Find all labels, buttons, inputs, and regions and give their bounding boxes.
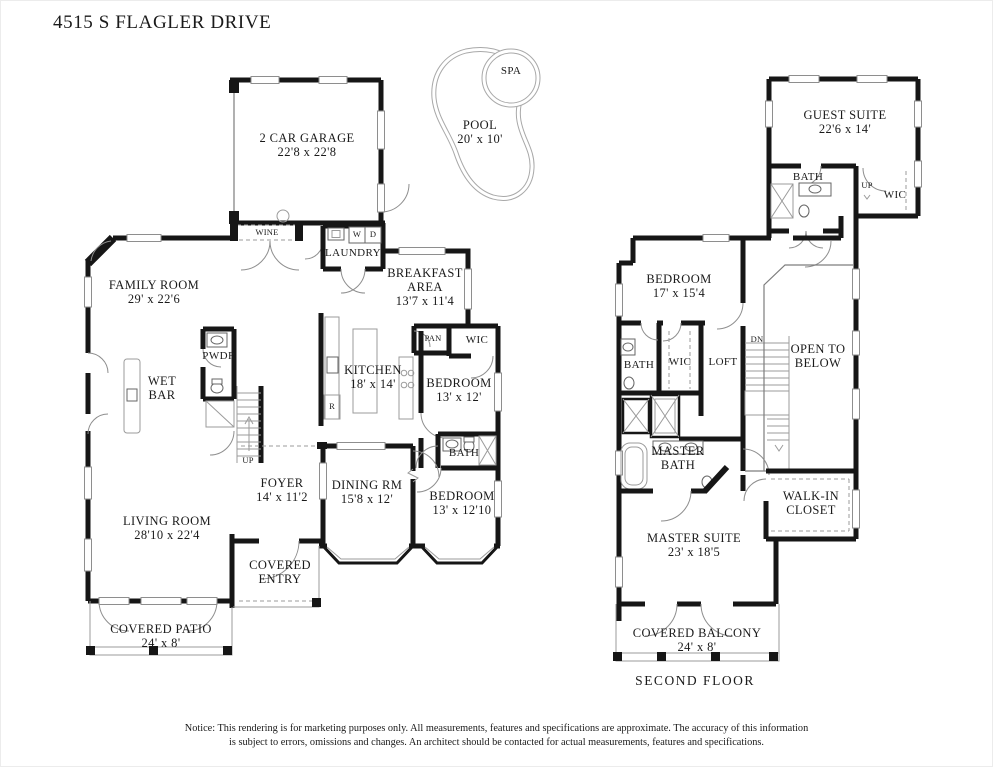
room-label-living-room: LIVING ROOM 28'10 x 22'4 (122, 514, 212, 542)
notice-disclaimer: Notice: This rendering is for marketing … (1, 722, 992, 751)
label-refrigerator: R (329, 401, 335, 411)
second-floor-plan (613, 75, 922, 662)
room-label-master-suite: MASTER SUITE 23' x 18'5 (646, 531, 742, 559)
room-label-wic-1: WIC (465, 334, 489, 346)
first-floor-plan (84, 47, 541, 656)
room-label-covered-patio: COVERED PATIO 24' x 8' (110, 622, 212, 650)
room-label-guest-bath: BATH (792, 171, 824, 183)
room-label-guest-suite: GUEST SUITE 22'6 x 14' (803, 108, 887, 136)
label-stairs-up-2: UP (861, 180, 873, 190)
room-label-bath-3: BATH (623, 359, 655, 371)
room-label-covered-balcony: COVERED BALCONY 24' x 8' (632, 626, 762, 654)
room-label-foyer: FOYER 14' x 11'2 (256, 476, 308, 504)
room-label-walk-in-closet: WALK-IN CLOSET (782, 489, 840, 517)
label-dryer: D (369, 229, 377, 239)
room-label-family-room: FAMILY ROOM 29' x 22'6 (108, 278, 200, 306)
room-label-spa: SPA (500, 65, 522, 77)
room-label-pantry: PAN (424, 333, 442, 343)
room-label-wet-bar: WET BAR (147, 374, 177, 402)
room-label-loft: LOFT (708, 356, 738, 368)
second-floor-caption: SECOND FLOOR (635, 673, 755, 688)
room-label-guest-wic: WIC (883, 189, 907, 201)
room-label-bedroom-3: BEDROOM 17' x 15'4 (646, 272, 712, 300)
room-label-dining-room: DINING RM 15'8 x 12' (331, 478, 403, 506)
room-label-master-bath: MASTER BATH (651, 444, 705, 472)
room-label-pool: POOL 20' x 10' (457, 118, 503, 146)
pool-area (431, 47, 541, 201)
label-wine: WINE (255, 227, 279, 237)
room-label-bath-1: BATH (448, 447, 480, 459)
page-title: 4515 S FLAGLER DRIVE (53, 12, 272, 33)
room-label-garage: 2 CAR GARAGE 22'8 x 22'8 (259, 131, 355, 159)
room-label-kitchen: KITCHEN 18' x 14' (344, 363, 402, 391)
notice-line-1: Notice: This rendering is for marketing … (184, 723, 809, 734)
room-label-bedroom-1: BEDROOM 13' x 12' (426, 376, 492, 404)
label-stairs-down: DN (750, 334, 764, 344)
room-label-powder: PWDR (202, 350, 236, 362)
label-washer: W (352, 229, 362, 239)
room-label-covered-entry: COVERED ENTRY (249, 558, 311, 586)
room-label-wic-3: WIC (668, 356, 692, 368)
notice-line-2: is subject to errors, omissions and chan… (229, 737, 764, 749)
room-label-laundry: LAUNDRY (325, 247, 381, 259)
label-stairs-up-1: UP (242, 455, 254, 465)
room-label-open-to-below: OPEN TO BELOW (790, 342, 846, 370)
room-label-breakfast-area: BREAKFAST AREA 13'7 x 11'4 (387, 266, 463, 308)
room-label-bedroom-2: BEDROOM 13' x 12'10 (429, 489, 495, 517)
